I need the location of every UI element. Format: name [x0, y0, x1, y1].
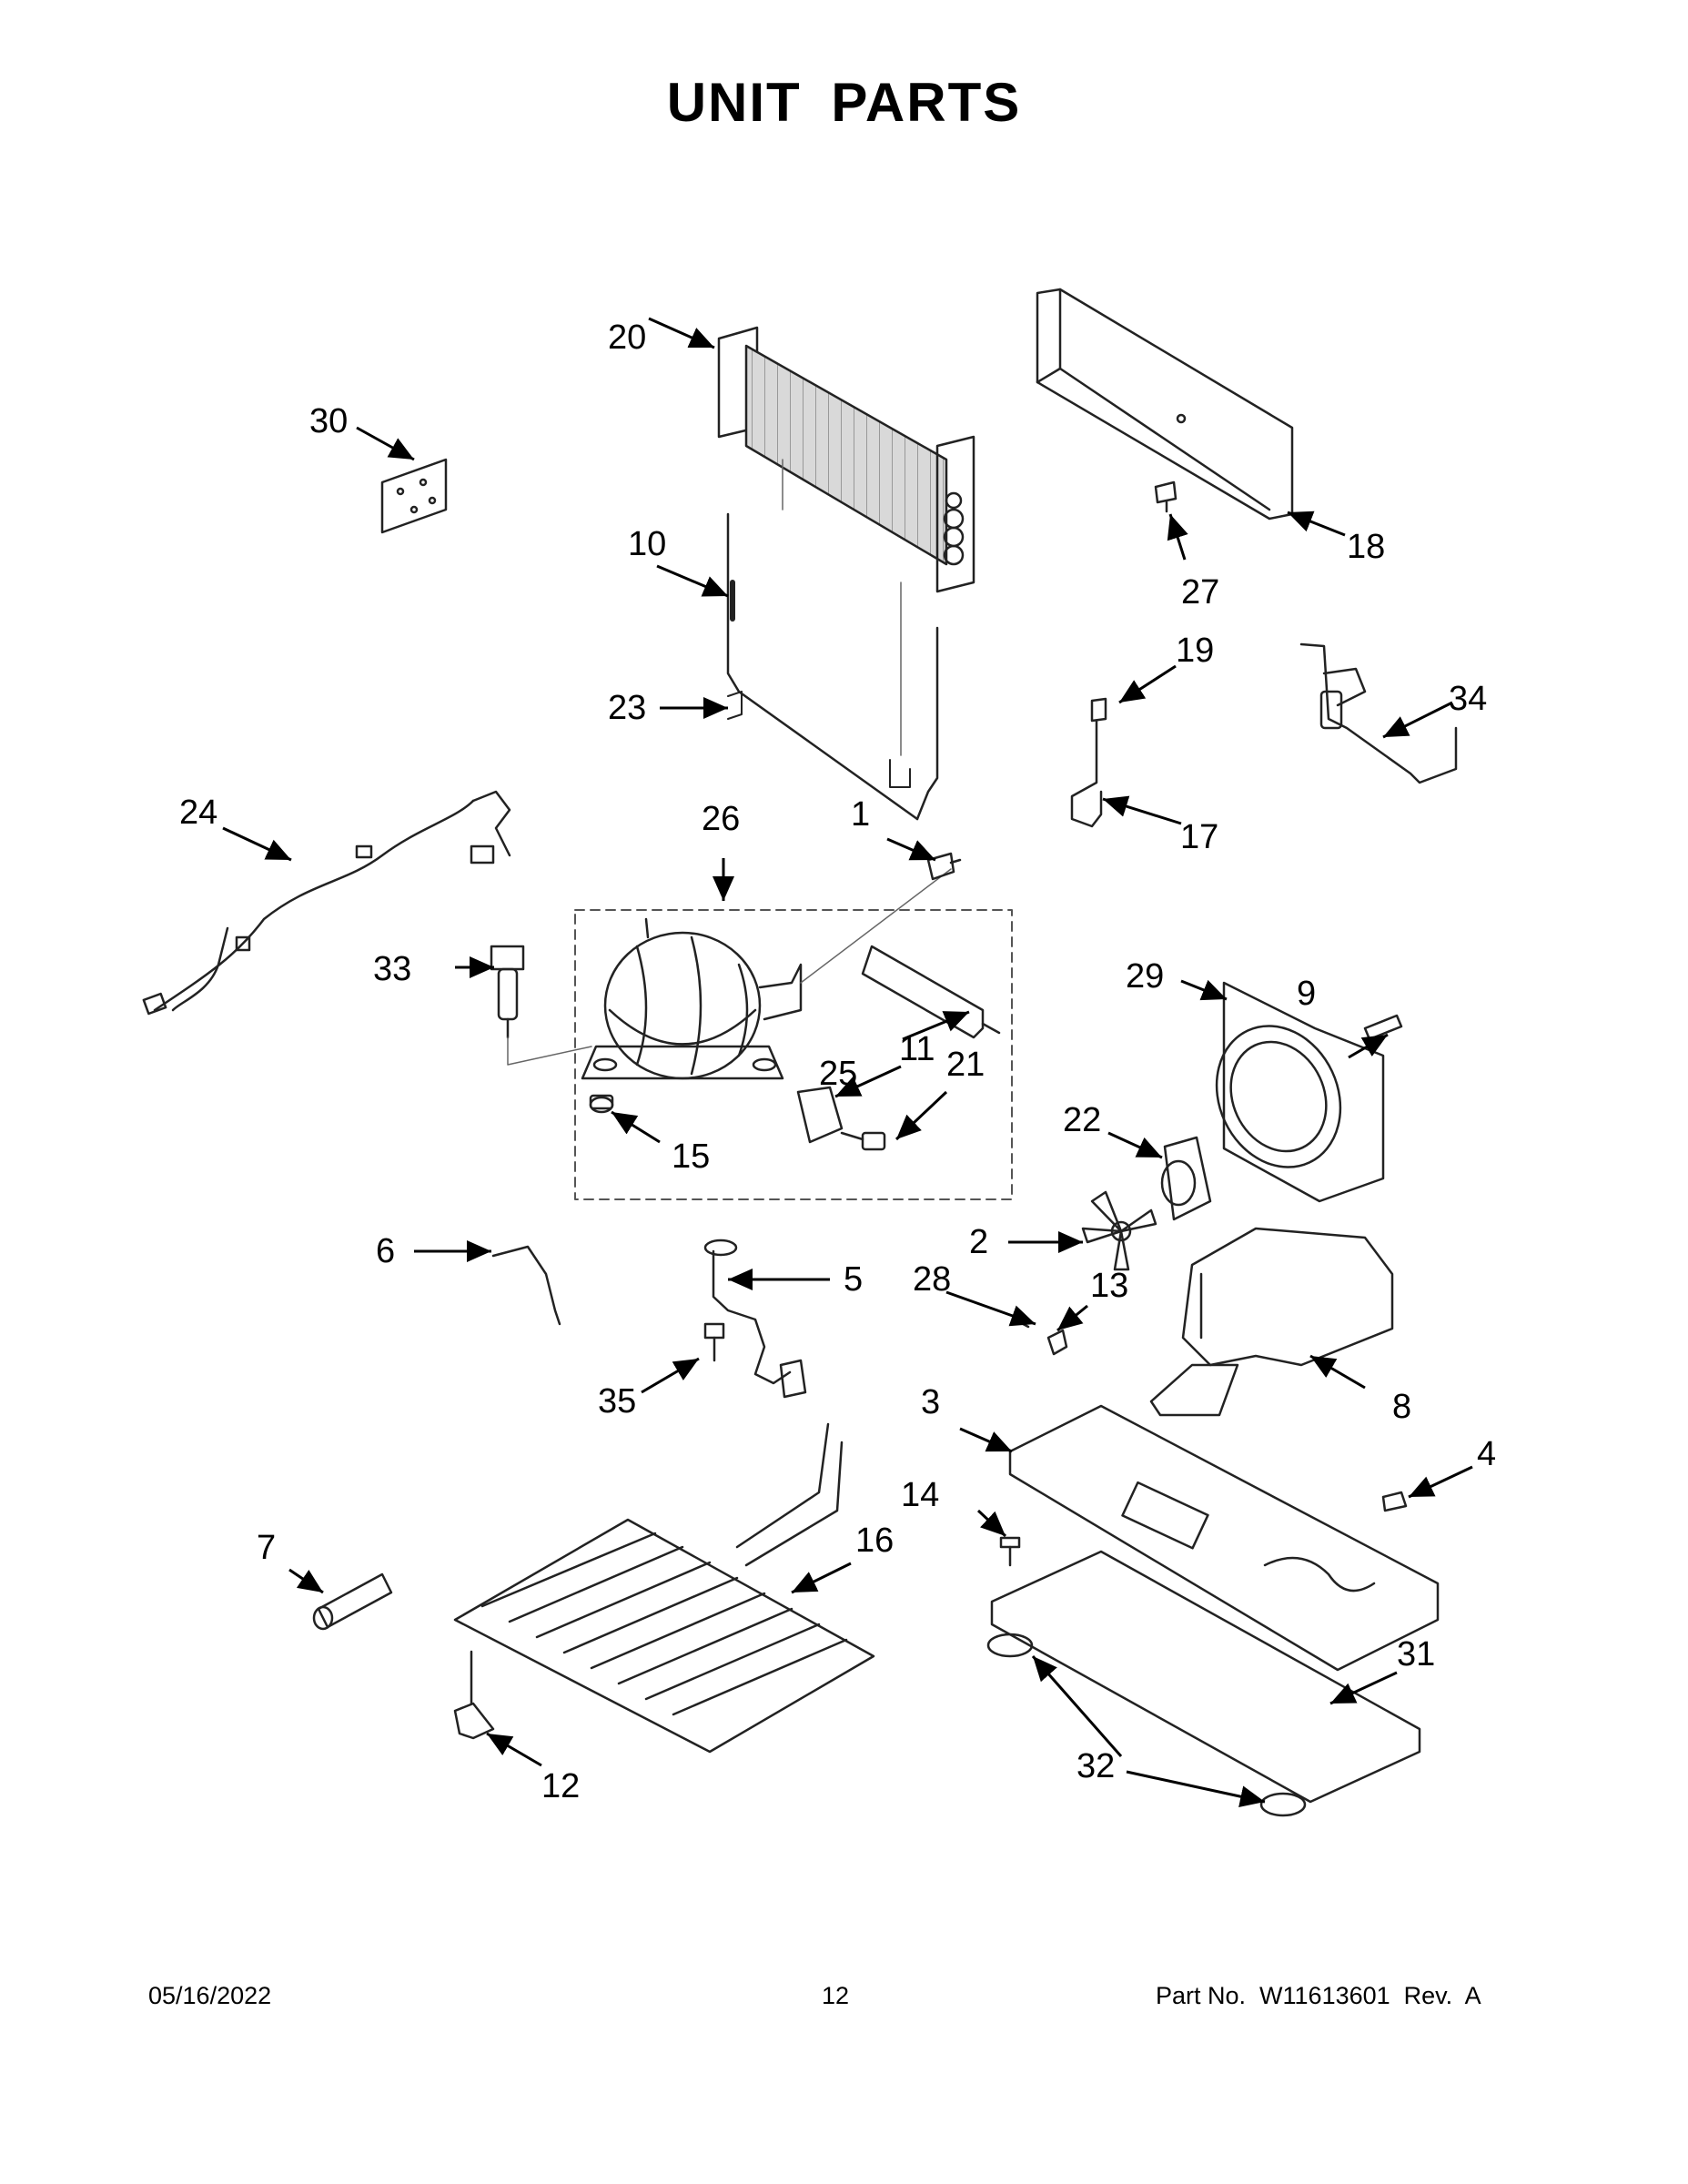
base-plate-part: [1008, 1404, 1440, 1672]
callout-10: 10: [628, 525, 666, 563]
callout-23: 23: [608, 689, 646, 727]
callout-4: 4: [1477, 1435, 1496, 1473]
fitting-part: [926, 852, 962, 881]
callout-8: 8: [1392, 1388, 1411, 1426]
screw-27-part: [1154, 480, 1178, 513]
footer-page-number: 12: [822, 1982, 850, 2009]
callout-22: 22: [1063, 1101, 1101, 1139]
motor-mount-part: [1013, 1318, 1068, 1356]
drain-tube-part: [726, 459, 939, 821]
callout-17: 17: [1180, 818, 1218, 856]
grommet-part: [589, 1094, 614, 1114]
callout-34: 34: [1449, 680, 1487, 718]
valve-part: [490, 945, 592, 1066]
callout-24: 24: [179, 794, 217, 832]
screw-9-part: [1363, 1014, 1403, 1041]
fan-blade-part: [1081, 1190, 1157, 1271]
callout-28: 28: [913, 1260, 951, 1299]
callout-35: 35: [598, 1382, 636, 1421]
relay-part: [796, 1086, 886, 1151]
filter-drier-part: [800, 868, 1001, 1039]
callout-13: 13: [1090, 1267, 1128, 1305]
drain-pan-part: [1149, 1227, 1394, 1417]
callout-5: 5: [844, 1260, 863, 1299]
callout-7: 7: [257, 1529, 276, 1567]
cylinder-part: [312, 1572, 393, 1631]
callout-29: 29: [1126, 957, 1164, 996]
callout-27: 27: [1181, 573, 1219, 612]
callout-3: 3: [921, 1383, 940, 1421]
callout-21: 21: [946, 1046, 985, 1084]
callout-9: 9: [1297, 975, 1316, 1013]
capillary-tube-part: [1299, 642, 1458, 784]
callout-2: 2: [969, 1223, 988, 1261]
suction-tube-part: [703, 1239, 807, 1399]
bracket-part: [1070, 697, 1107, 828]
callout-25: 25: [819, 1055, 857, 1093]
callout-32: 32: [1076, 1747, 1115, 1785]
wire-harness-part: [142, 790, 511, 1016]
fan-motor-part: [1160, 1136, 1212, 1221]
leader-arrows: [222, 317, 1473, 1807]
screw-14-part: [999, 1536, 1021, 1567]
callout-31: 31: [1397, 1635, 1435, 1673]
callout-6: 6: [376, 1232, 395, 1270]
callout-20: 20: [608, 318, 646, 357]
insulation-sheet-part: [990, 1550, 1421, 1804]
callout-19: 19: [1176, 632, 1214, 670]
callout-12: 12: [541, 1767, 580, 1805]
screw-35-part: [703, 1322, 725, 1362]
compressor-part: [581, 917, 803, 1080]
screw-4-part: [1381, 1491, 1408, 1512]
callout-1: 1: [851, 795, 870, 834]
callout-18: 18: [1347, 528, 1385, 566]
callout-30: 30: [309, 402, 348, 440]
condenser-part: [717, 326, 975, 593]
compressor-assembly-box: [574, 909, 1013, 1200]
clip-12-part: [453, 1650, 495, 1740]
callout-11: 11: [899, 1030, 935, 1068]
callout-15: 15: [672, 1138, 710, 1176]
callout-26: 26: [702, 800, 740, 838]
control-plate-part: [380, 458, 448, 534]
clip-part: [491, 1245, 561, 1326]
callout-33: 33: [373, 950, 411, 988]
page-title: UNIT PARTS: [666, 72, 1022, 133]
evaporator-coil-part: [453, 1422, 875, 1754]
fan-shroud-part: [1215, 981, 1385, 1203]
footer-part-number: Part No. W11613601 Rev. A: [1156, 1982, 1481, 2009]
footer-date: 05/16/2022: [148, 1982, 272, 2009]
callout-16: 16: [855, 1522, 894, 1560]
callout-14: 14: [901, 1476, 939, 1514]
